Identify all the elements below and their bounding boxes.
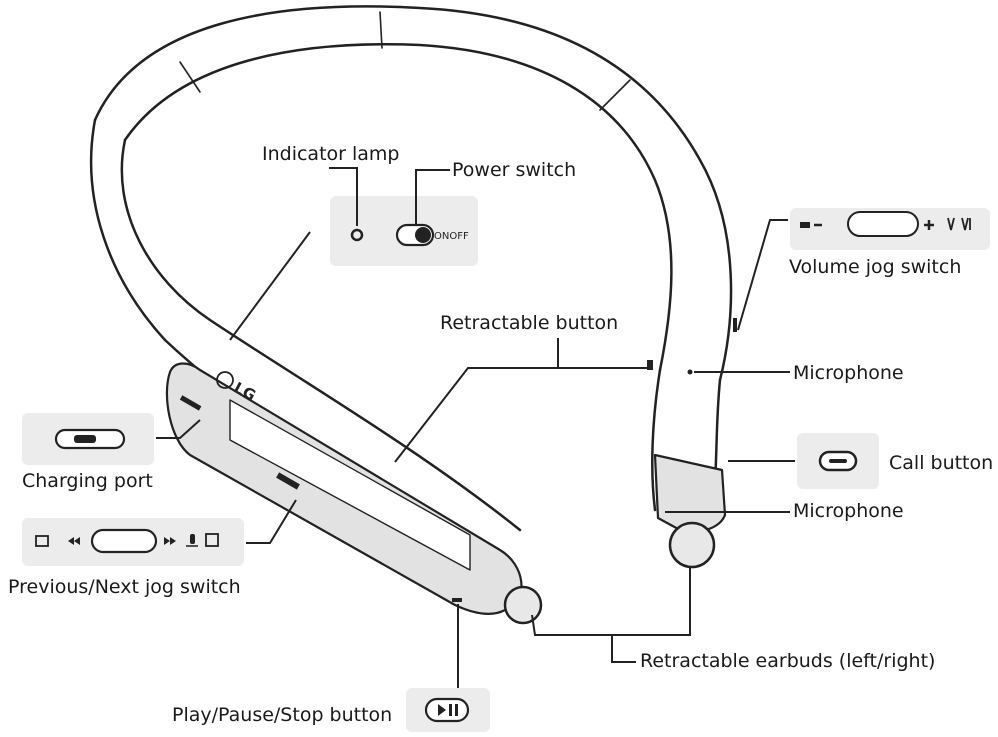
label-retractable-earbuds: Retractable earbuds (left/right) [640,650,936,672]
label-retractable-button: Retractable button [440,312,619,334]
play-pause-icon [424,697,470,723]
device-marks [179,318,737,602]
volume-inset [790,208,990,250]
prev-next-jog-icon [90,528,158,554]
label-volume-jog-switch: Volume jog switch [789,256,962,278]
label-charging-port: Charging port [22,470,153,492]
label-microphone-bottom: Microphone [793,500,904,522]
volume-jog-icon [847,211,919,237]
power-switch-text: ONOFF [434,231,469,242]
call-inset [797,433,879,489]
power-inset: ONOFF [330,196,478,266]
leader-lines [156,167,795,688]
prev-next-inset [22,518,244,566]
label-microphone-top: Microphone [793,362,904,384]
label-call-button: Call button [889,452,994,474]
label-prev-next-jog-switch: Previous/Next jog switch [8,576,241,598]
play-pause-inset [406,688,490,732]
label-indicator-lamp: Indicator lamp [262,143,400,165]
charging-inset [22,413,154,465]
indicator-lamp-icon [350,228,364,242]
label-play-pause-stop: Play/Pause/Stop button [172,704,393,726]
label-power-switch: Power switch [452,159,577,181]
